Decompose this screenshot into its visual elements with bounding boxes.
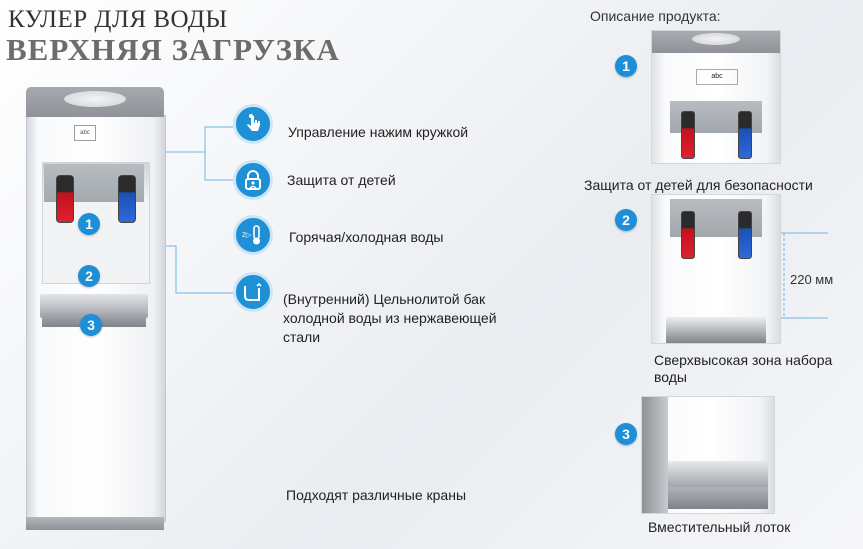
child-lock-icon <box>233 160 273 200</box>
badge-2: 2 <box>78 265 100 287</box>
tank-icon <box>233 272 273 312</box>
bottom-note: Подходят различные краны <box>286 487 467 503</box>
cold-tap <box>738 111 752 159</box>
water-cooler-image: abc <box>26 87 166 530</box>
product-image-1: abc <box>651 30 781 164</box>
thermometer-icon: 2▷ <box>233 215 273 255</box>
feature-label-2: Защита от детей <box>287 172 396 188</box>
drip-tray <box>668 461 768 489</box>
hot-tap <box>681 211 695 259</box>
dimension-label: 220 мм <box>790 272 834 287</box>
feature-label-1: Управление нажим кружкой <box>288 124 469 140</box>
title-line-1: КУЛЕР ДЛЯ ВОДЫ <box>8 6 228 33</box>
cooler-base <box>26 517 164 530</box>
product-image-2 <box>651 194 781 344</box>
feature-label-3: Горячая/холодная воды <box>289 229 444 245</box>
title-line-2: ВЕРХНЯЯ ЗАГРУЗКА <box>6 32 340 67</box>
drip-tray-front <box>668 487 768 509</box>
touch-cup-icon <box>233 104 273 144</box>
bottle-socket <box>692 33 740 45</box>
product-badge-2: 2 <box>615 209 637 231</box>
drip-tray-front <box>666 333 766 343</box>
product-caption-2: Сверхвысокая зона набора воды <box>654 352 833 385</box>
cooler-logo: abc <box>696 69 738 85</box>
badge-1: 1 <box>78 213 100 235</box>
cold-tap <box>738 211 752 259</box>
svg-text:2▷: 2▷ <box>242 232 252 239</box>
product-caption-1: Защита от детей для безопасности <box>584 177 813 193</box>
hot-tap <box>56 175 74 223</box>
side-panel <box>642 397 668 513</box>
product-badge-1: 1 <box>615 55 637 77</box>
badge-3: 3 <box>80 314 102 336</box>
drip-tray <box>666 317 766 335</box>
product-badge-3: 3 <box>615 423 637 445</box>
product-heading: Описание продукта: <box>590 8 721 24</box>
hot-tap <box>681 111 695 159</box>
cold-tap <box>118 175 136 223</box>
bottle-socket <box>64 91 126 107</box>
product-caption-3: Вместительный лоток <box>648 519 791 535</box>
cooler-logo: abc <box>74 125 96 141</box>
product-image-3 <box>641 396 775 514</box>
feature-label-4: (Внутренний) Цельнолитой бак холодной во… <box>283 291 497 345</box>
